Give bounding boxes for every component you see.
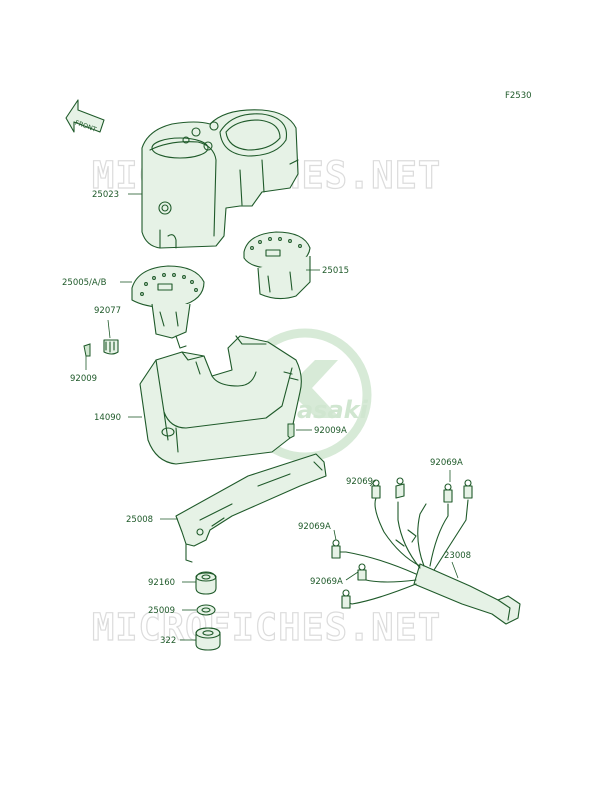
collar-25009 bbox=[196, 604, 216, 616]
label-92069: 92069 bbox=[346, 477, 373, 487]
screw-92009 bbox=[83, 343, 91, 357]
label-25005-a-b: 25005/A/B bbox=[62, 278, 107, 288]
label-92077: 92077 bbox=[94, 306, 121, 316]
damper-92160 bbox=[195, 571, 217, 595]
front-arrow-icon: FRONT bbox=[65, 99, 105, 134]
bulb-92077 bbox=[103, 339, 119, 355]
figure-code: F2530 bbox=[505, 91, 532, 101]
harness-23008 bbox=[331, 477, 521, 625]
label-25008: 25008 bbox=[126, 515, 153, 525]
label-14090: 14090 bbox=[94, 413, 121, 423]
label-92069a-top: 92069A bbox=[430, 458, 463, 468]
label-25015: 25015 bbox=[322, 266, 349, 276]
watermark-bottom: MICROFICHES.NET bbox=[92, 606, 441, 649]
label-25023: 25023 bbox=[92, 190, 119, 200]
screw-92009a bbox=[287, 423, 295, 439]
label-23008: 23008 bbox=[444, 551, 471, 561]
meter-case-14090 bbox=[139, 335, 302, 465]
bracket-25008 bbox=[175, 453, 327, 563]
speedometer-25015 bbox=[243, 231, 311, 300]
label-92009: 92009 bbox=[70, 374, 97, 384]
label-92009a: 92009A bbox=[314, 426, 347, 436]
nut-322 bbox=[195, 627, 221, 651]
label-92160: 92160 bbox=[148, 578, 175, 588]
label-92069a-mid: 92069A bbox=[298, 522, 331, 532]
label-92069a-low: 92069A bbox=[310, 577, 343, 587]
meter-cover-25023 bbox=[141, 109, 299, 249]
label-322: 322 bbox=[160, 636, 176, 646]
tachometer-25005 bbox=[131, 265, 205, 349]
label-25009: 25009 bbox=[148, 606, 175, 616]
